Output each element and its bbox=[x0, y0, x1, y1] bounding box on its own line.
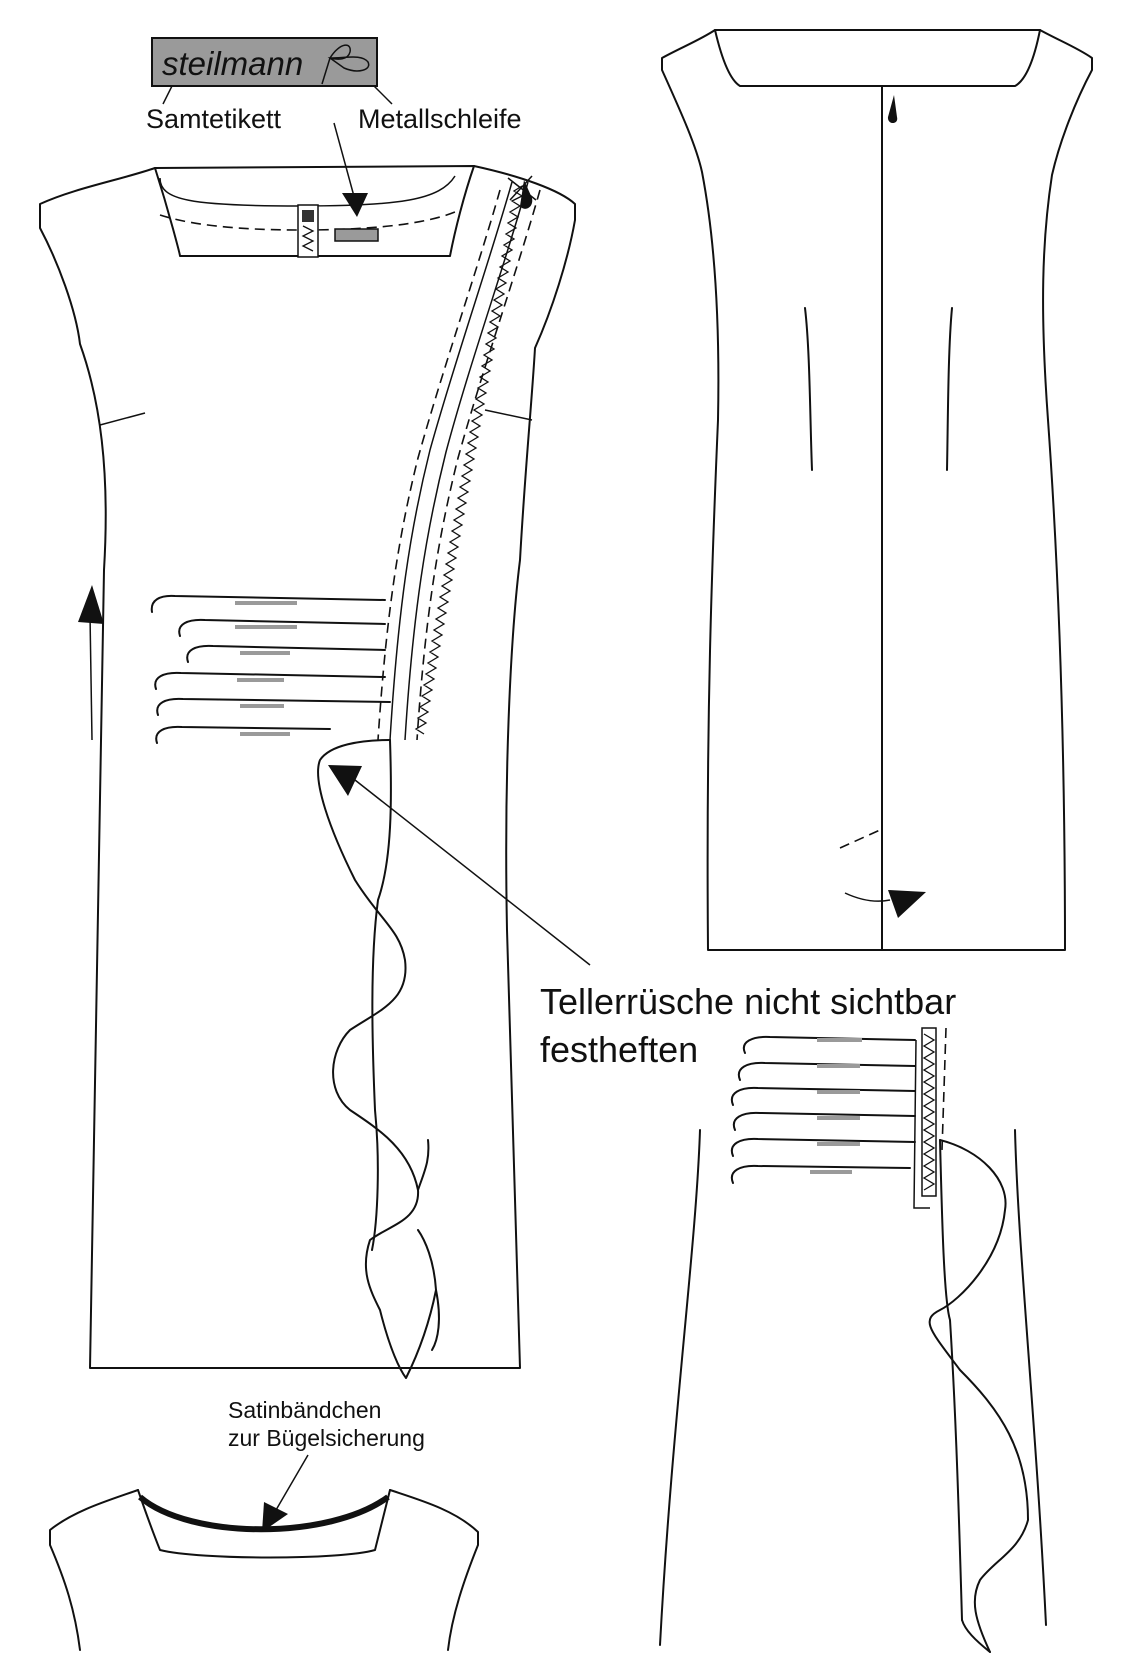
grain-arrow bbox=[78, 585, 104, 741]
skirt-outline-right bbox=[1014, 1129, 1047, 1626]
back-dress bbox=[661, 29, 1093, 951]
back-vent-arrowhead-icon bbox=[888, 890, 926, 918]
skirt-zipper bbox=[913, 1027, 947, 1209]
satin-ribbon bbox=[138, 1494, 390, 1533]
front-dress bbox=[39, 122, 591, 1379]
front-dress-outline bbox=[39, 165, 576, 1369]
neck-detail-outline-right bbox=[389, 1489, 479, 1651]
back-vent bbox=[839, 829, 926, 918]
ruffle-arrowhead bbox=[328, 765, 362, 796]
diagonal-zipper bbox=[377, 175, 541, 741]
brand-label: steilmann bbox=[151, 37, 378, 87]
ruffle-caption-line1: Tellerrüsche nicht sichtbar bbox=[540, 981, 956, 1022]
brand-text: steilmann bbox=[162, 45, 303, 82]
back-zipper-pull-icon bbox=[887, 95, 898, 123]
neck-detail bbox=[49, 1454, 479, 1651]
skirt-outline bbox=[659, 1129, 701, 1646]
metal-bow-icon bbox=[321, 44, 370, 85]
front-armhole-left-seam bbox=[99, 412, 146, 426]
back-dart-right bbox=[946, 307, 953, 471]
skirt-ruffle bbox=[928, 1139, 1029, 1653]
skirt-detail bbox=[659, 1027, 1047, 1653]
skirt-gathers bbox=[730, 1035, 916, 1184]
front-armhole-right-seam bbox=[484, 409, 533, 421]
front-neck-facing bbox=[159, 175, 456, 207]
ruffle-caption-line2: festheften bbox=[540, 1029, 698, 1070]
velvet-label-pointer bbox=[333, 122, 356, 201]
velvet-label-patch bbox=[334, 228, 379, 242]
velvet-label-caption: Samtetikett bbox=[146, 104, 282, 134]
grain-arrowhead bbox=[78, 585, 104, 624]
metal-bow-leader bbox=[373, 85, 393, 105]
satin-caption-line2: zur Bügelsicherung bbox=[228, 1425, 425, 1451]
back-dart-left bbox=[804, 307, 813, 471]
zipper-pull-icon bbox=[520, 180, 533, 209]
front-ruffle bbox=[317, 739, 440, 1379]
ruffle-pointer bbox=[328, 765, 591, 966]
neck-detail-neckline bbox=[137, 1489, 391, 1559]
satin-ribbon-arrowhead bbox=[262, 1502, 288, 1532]
metal-bow-caption: Metallschleife bbox=[358, 104, 522, 134]
back-neckline bbox=[714, 29, 1041, 87]
back-dress-outline bbox=[661, 29, 1093, 951]
front-gathers bbox=[150, 594, 391, 744]
satin-ribbon-leader bbox=[275, 1454, 309, 1511]
front-neck-stitch bbox=[159, 211, 456, 231]
velvet-label-arrowhead bbox=[342, 193, 368, 217]
velvet-label-leader bbox=[162, 85, 173, 105]
neck-detail-outline bbox=[49, 1489, 139, 1651]
satin-caption-line1: Satinbändchen bbox=[228, 1397, 381, 1423]
front-neck-zipper bbox=[297, 204, 319, 258]
